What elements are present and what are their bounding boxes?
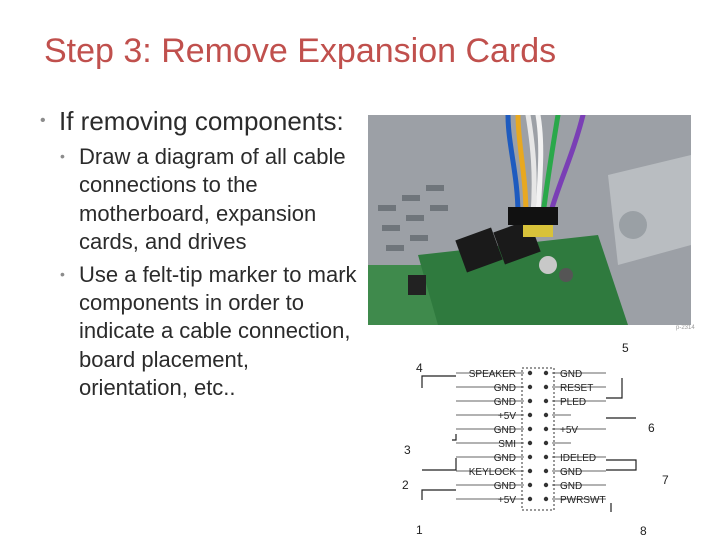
bullet-main-text: If removing components: bbox=[59, 106, 344, 136]
right-pin-labels: GND RESET PLED +5V IDELED GND GND PWRSWT bbox=[560, 369, 606, 506]
slide-title: Step 3: Remove Expansion Cards bbox=[44, 32, 557, 70]
pin bbox=[527, 384, 533, 390]
pin bbox=[527, 412, 533, 418]
right-pin-label: GND bbox=[560, 481, 582, 492]
pin bbox=[543, 398, 549, 404]
sub-bullet-text: Draw a diagram of all cable connections … bbox=[79, 144, 346, 255]
callout-line bbox=[421, 489, 456, 500]
left-pin-label: +5V bbox=[498, 495, 516, 506]
pin bbox=[527, 398, 533, 404]
bullet-main: • If removing components: bbox=[40, 105, 360, 137]
right-pin-label: PLED bbox=[560, 397, 586, 408]
pin bbox=[543, 468, 549, 474]
callout-lines bbox=[421, 375, 637, 512]
right-pin-label: PWRSWT bbox=[560, 495, 606, 506]
pin bbox=[527, 454, 533, 460]
callout-number: 1 bbox=[416, 523, 423, 535]
pin bbox=[543, 440, 549, 446]
callout-line bbox=[421, 375, 456, 388]
callout-number: 2 bbox=[402, 478, 409, 492]
callout-line bbox=[422, 458, 457, 471]
pin bbox=[527, 496, 533, 502]
pin bbox=[527, 370, 533, 376]
pin bbox=[543, 426, 549, 432]
callout-line bbox=[606, 459, 637, 471]
pin-grid bbox=[456, 367, 606, 511]
left-pin-label: SPEAKER bbox=[469, 369, 516, 380]
pin bbox=[527, 426, 533, 432]
right-pin-label: GND bbox=[560, 369, 582, 380]
left-pin-label: +5V bbox=[498, 411, 516, 422]
callout-number: 5 bbox=[622, 341, 629, 355]
sub-bullet: • Draw a diagram of all cable connection… bbox=[60, 143, 360, 257]
left-pin-label: GND bbox=[494, 453, 516, 464]
callout-number: 8 bbox=[640, 524, 647, 535]
left-pin-label: GND bbox=[494, 481, 516, 492]
left-pin-label: KEYLOCK bbox=[469, 467, 517, 478]
left-pin-labels: SPEAKER GND GND +5V GND SMI GND KEYLOCK GND +5V bbox=[469, 369, 517, 506]
pin bbox=[527, 468, 533, 474]
bullet-marker-icon: • bbox=[60, 265, 65, 282]
callout-number: 4 bbox=[416, 361, 423, 375]
right-pin-label: GND bbox=[560, 467, 582, 478]
callout-number: 6 bbox=[648, 421, 655, 435]
callout-line bbox=[606, 378, 623, 399]
bullet-marker-icon: • bbox=[60, 148, 65, 164]
sub-bullet: • Use a felt-tip marker to mark componen… bbox=[60, 261, 360, 403]
pin bbox=[527, 440, 533, 446]
left-pin-label: GND bbox=[494, 397, 516, 408]
callout-number: 3 bbox=[404, 443, 411, 457]
pin bbox=[543, 454, 549, 460]
pin bbox=[543, 370, 549, 376]
motherboard-photo bbox=[368, 115, 691, 325]
callout-number: 7 bbox=[662, 473, 669, 487]
left-pin-label: GND bbox=[494, 425, 516, 436]
photo-credit: p-2314 bbox=[676, 325, 695, 331]
pin bbox=[543, 412, 549, 418]
sub-bullet-text: Use a felt-tip marker to mark components… bbox=[79, 261, 357, 401]
pin bbox=[543, 384, 549, 390]
right-pin-label: IDELED bbox=[560, 453, 596, 464]
callout-numbers: 1 2 3 4 5 6 7 8 bbox=[402, 341, 669, 535]
front-panel-header-diagram: SPEAKER GND GND +5V GND SMI GND KEYLOCK GND +5V G… bbox=[402, 341, 669, 535]
callout-line bbox=[452, 434, 457, 441]
pin bbox=[543, 496, 549, 502]
right-pin-label: RESET bbox=[560, 383, 593, 394]
bullet-list: • If removing components: • Draw a diagr… bbox=[40, 105, 360, 403]
pin bbox=[543, 482, 549, 488]
right-pin-label: +5V bbox=[560, 425, 578, 436]
left-pin-label: GND bbox=[494, 383, 516, 394]
pin bbox=[527, 482, 533, 488]
left-pin-label: SMI bbox=[498, 439, 516, 450]
bullet-marker-icon: • bbox=[40, 112, 46, 129]
